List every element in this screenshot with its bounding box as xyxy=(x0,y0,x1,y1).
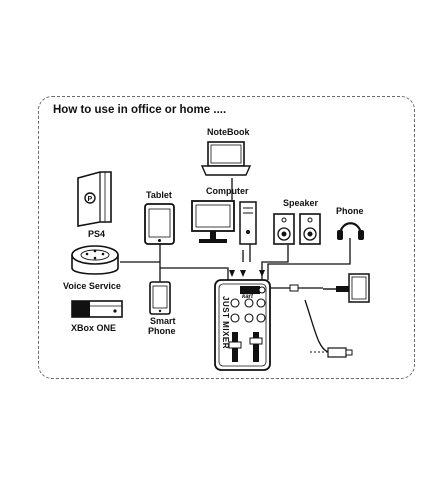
usb-plug-icon xyxy=(310,347,353,358)
ps4-icon: P xyxy=(77,171,112,227)
power-outlet-icon xyxy=(289,273,370,303)
xbox-label: XBox ONE xyxy=(71,323,117,333)
notebook-icon xyxy=(200,141,252,176)
smart-phone-icon xyxy=(149,281,171,315)
notebook-label: NoteBook xyxy=(207,127,250,137)
computer-icon xyxy=(191,200,257,245)
voice-service-label: Voice Service xyxy=(63,281,121,291)
phone-label: Phone xyxy=(336,206,364,216)
headphones-icon xyxy=(337,222,364,240)
xbox-icon xyxy=(71,300,123,318)
just-mixer-device xyxy=(214,279,271,371)
tablet-icon xyxy=(144,203,175,245)
diagram-title: How to use in office or home .... xyxy=(53,104,227,116)
mixer-brand-label: kart xyxy=(242,294,254,300)
computer-label: Computer xyxy=(206,186,249,196)
mixer-model-label: JUST MIXER xyxy=(221,296,230,350)
svg-text:P: P xyxy=(88,196,93,203)
speaker-label: Speaker xyxy=(283,198,319,208)
tablet-label: Tablet xyxy=(146,190,172,200)
smart-phone-label-line1: Smart xyxy=(150,316,176,326)
diagram-frame xyxy=(38,96,415,379)
smart-phone-label-line2: Phone xyxy=(148,326,176,336)
speaker-icon xyxy=(273,213,321,245)
ps4-label: PS4 xyxy=(88,229,106,239)
cable-arrows xyxy=(229,270,265,277)
voice-service-icon xyxy=(71,245,119,275)
